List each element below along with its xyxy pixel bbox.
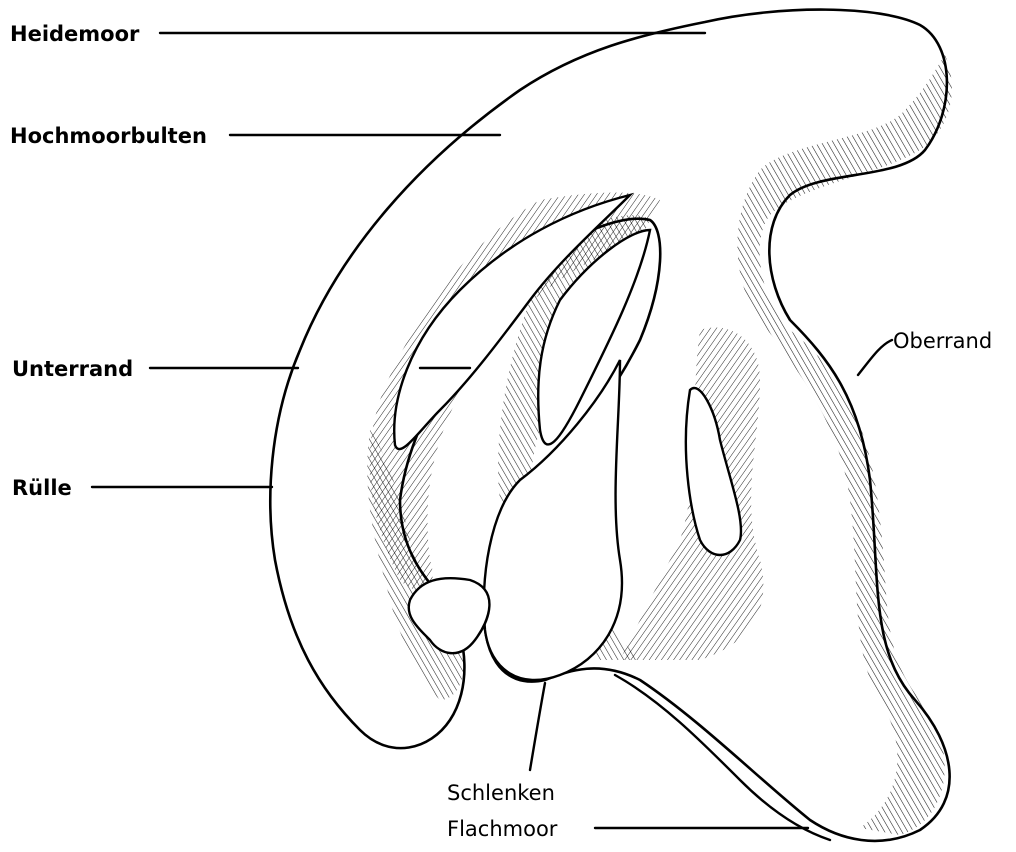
label-rulle: Rülle [12, 476, 72, 500]
schlenken-pointer [530, 683, 545, 770]
label-heidemoor: Heidemoor [10, 22, 140, 46]
label-unterrand: Unterrand [12, 357, 133, 381]
label-oberrand: Oberrand [893, 329, 992, 353]
label-hochmoorbulten: Hochmoorbulten [10, 124, 207, 148]
oberrand-leader [858, 340, 892, 375]
label-flachmoor: Flachmoor [447, 817, 558, 841]
label-schlenken: Schlenken [447, 781, 555, 805]
